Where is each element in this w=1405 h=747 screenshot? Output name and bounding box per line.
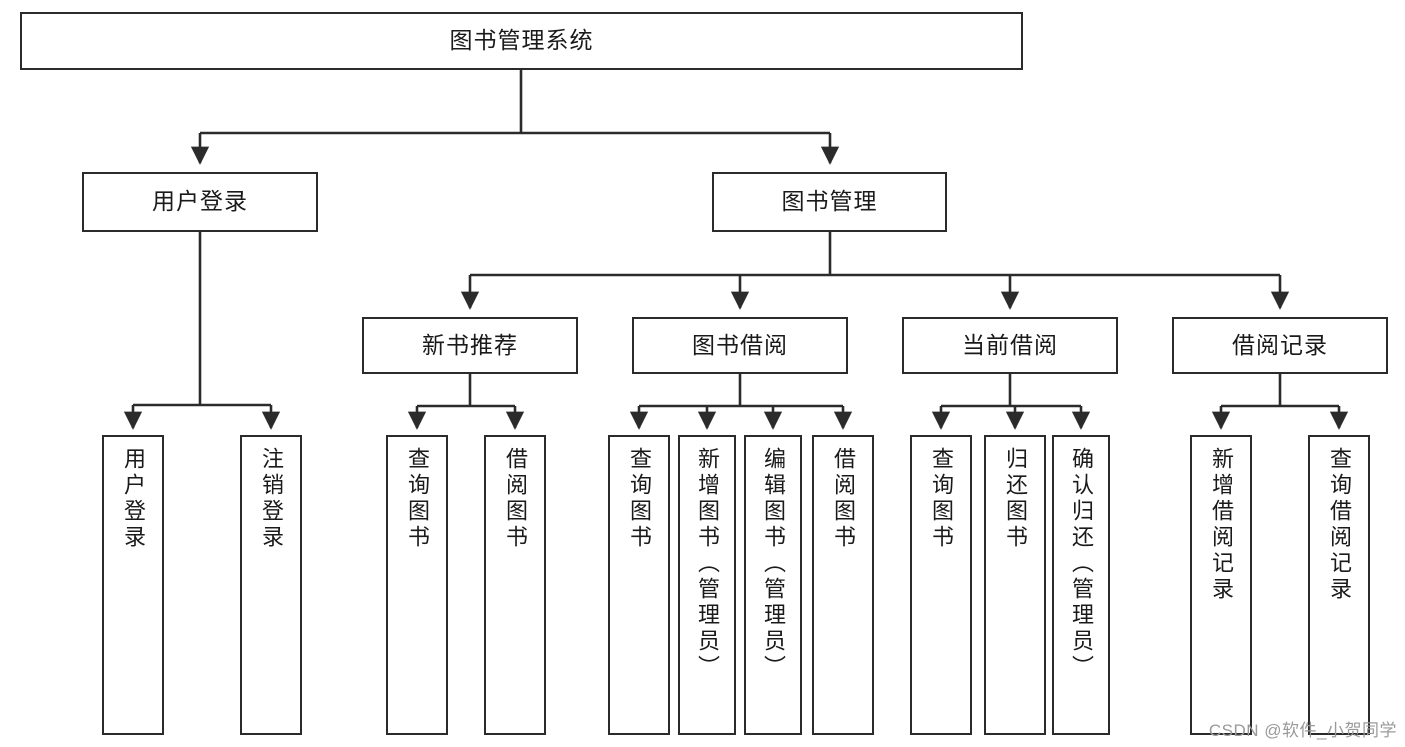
node-leaf-query-book-2[interactable]: 查询图书 [608, 435, 670, 735]
node-user-login-label: 用户登录 [152, 188, 248, 215]
node-new-book-rec[interactable]: 新书推荐 [362, 317, 578, 374]
node-leaf-return-book-label: 归还图书 [1003, 447, 1028, 551]
node-book-manage-label: 图书管理 [781, 188, 878, 215]
node-root-label: 图书管理系统 [449, 27, 594, 54]
node-leaf-query-book-3[interactable]: 查询图书 [910, 435, 972, 735]
node-leaf-query-record[interactable]: 查询借阅记录 [1308, 435, 1370, 735]
node-leaf-query-book-1[interactable]: 查询图书 [386, 435, 448, 735]
node-leaf-add-book-label: 新增图书（管理员） [695, 447, 720, 681]
node-leaf-user-login[interactable]: 用户登录 [102, 435, 164, 735]
node-leaf-borrow-book-1-label: 借阅图书 [503, 447, 528, 551]
node-borrow-record[interactable]: 借阅记录 [1172, 317, 1388, 374]
node-leaf-query-book-2-label: 查询图书 [627, 447, 652, 551]
node-leaf-add-record[interactable]: 新增借阅记录 [1190, 435, 1252, 735]
node-leaf-borrow-book-2-label: 借阅图书 [831, 447, 856, 551]
node-user-login[interactable]: 用户登录 [82, 172, 318, 232]
node-leaf-user-login-label: 用户登录 [121, 447, 146, 551]
node-leaf-add-record-label: 新增借阅记录 [1209, 447, 1234, 603]
node-leaf-borrow-book-1[interactable]: 借阅图书 [484, 435, 546, 735]
node-leaf-confirm-return-label: 确认归还（管理员） [1069, 447, 1094, 681]
node-leaf-return-book[interactable]: 归还图书 [984, 435, 1046, 735]
node-leaf-query-book-1-label: 查询图书 [405, 447, 430, 551]
node-leaf-logout-label: 注销登录 [259, 447, 284, 551]
watermark-text: CSDN @软件_小贺同学 [1208, 721, 1397, 740]
node-leaf-logout[interactable]: 注销登录 [240, 435, 302, 735]
node-current-borrow[interactable]: 当前借阅 [902, 317, 1118, 374]
node-book-manage[interactable]: 图书管理 [712, 172, 947, 232]
node-book-borrow-label: 图书借阅 [692, 331, 788, 358]
node-leaf-add-book[interactable]: 新增图书（管理员） [678, 435, 736, 735]
node-root[interactable]: 图书管理系统 [20, 12, 1023, 70]
node-leaf-query-record-label: 查询借阅记录 [1327, 447, 1352, 603]
node-leaf-query-book-3-label: 查询图书 [929, 447, 954, 551]
node-current-borrow-label: 当前借阅 [962, 331, 1058, 358]
node-leaf-edit-book-label: 编辑图书（管理员） [761, 447, 786, 681]
node-leaf-edit-book[interactable]: 编辑图书（管理员） [744, 435, 802, 735]
node-book-borrow[interactable]: 图书借阅 [632, 317, 848, 374]
node-leaf-confirm-return[interactable]: 确认归还（管理员） [1052, 435, 1110, 735]
node-leaf-borrow-book-2[interactable]: 借阅图书 [812, 435, 874, 735]
node-new-book-rec-label: 新书推荐 [422, 331, 518, 358]
node-borrow-record-label: 借阅记录 [1232, 331, 1328, 358]
